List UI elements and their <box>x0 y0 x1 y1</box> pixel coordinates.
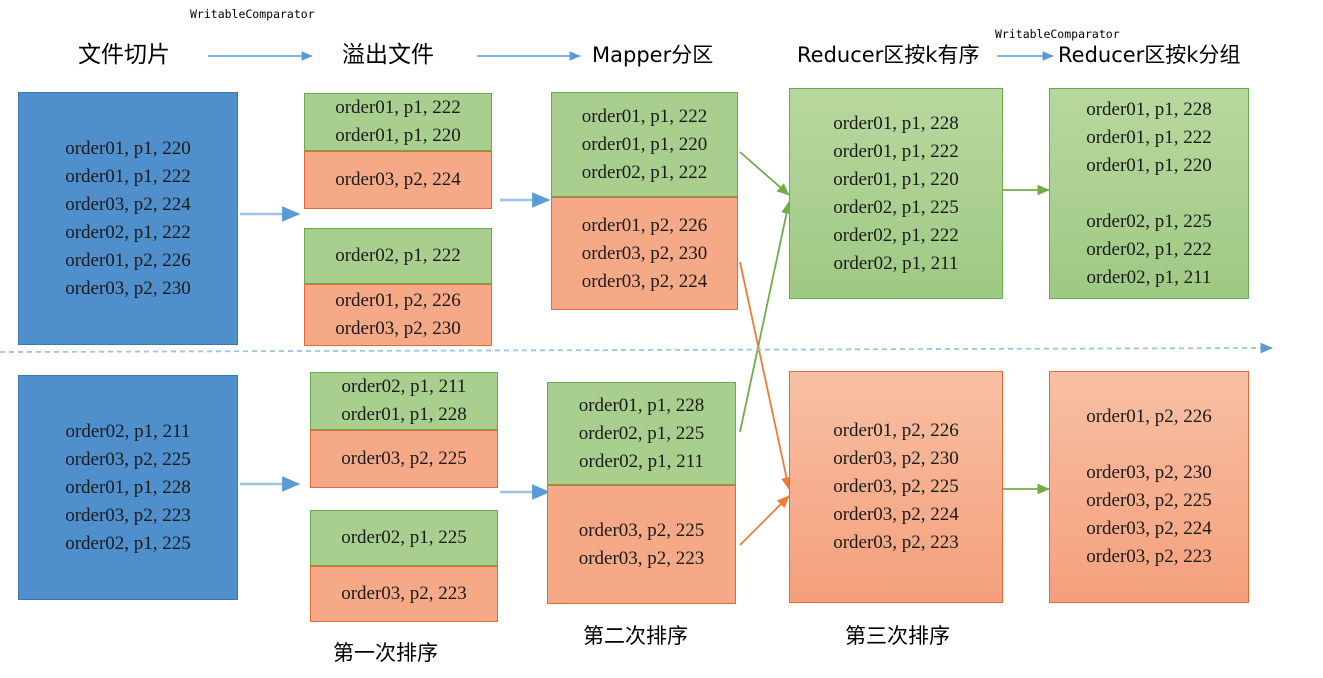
data-row: order01, p2, 226 <box>581 214 708 236</box>
data-row: order01, p2, 226 <box>1086 406 1212 427</box>
data-row: order03, p2, 223 <box>578 547 705 569</box>
mapper-top-orange: order01, p2, 226 order03, p2, 230 order0… <box>551 197 738 310</box>
data-row: order03, p2, 223 <box>341 583 467 604</box>
caption-second-sort: 第二次排序 <box>583 624 688 648</box>
spill-top-b-green: order02, p1, 222 <box>304 228 492 284</box>
data-row-spacer <box>1050 431 1248 459</box>
header-file-split: 文件切片 <box>78 42 170 67</box>
data-row: order03, p2, 230 <box>65 277 191 299</box>
data-row: order02, p1, 211 <box>833 252 959 274</box>
data-row: order01, p1, 228 <box>578 394 705 416</box>
data-row: order02, p1, 225 <box>65 532 191 554</box>
data-row: order01, p2, 226 <box>833 420 959 441</box>
data-row-spacer <box>1050 180 1248 208</box>
data-row: order01, p1, 220 <box>833 168 959 190</box>
data-row: order03, p2, 223 <box>65 504 191 526</box>
caption-third-sort: 第三次排序 <box>845 624 950 648</box>
data-row: order03, p2, 224 <box>65 193 191 215</box>
data-row: order03, p2, 224 <box>833 504 959 525</box>
data-row: order01, p1, 222 <box>1086 126 1212 148</box>
data-row: order03, p2, 224 <box>581 270 708 292</box>
mapper-bottom-green: order01, p1, 228 order02, p1, 225 order0… <box>547 382 736 485</box>
writable-comparator-note-right: WritableComparator <box>995 27 1120 41</box>
data-row: order01, p1, 222 <box>65 165 191 187</box>
data-row: order01, p1, 222 <box>833 140 959 162</box>
file-split-box-top: order01, p1, 220 order01, p1, 222 order0… <box>18 92 238 345</box>
header-mapper-partition: Mapper分区 <box>592 43 714 67</box>
data-row: order03, p2, 225 <box>341 448 467 469</box>
data-row: order02, p1, 211 <box>1086 266 1212 288</box>
data-row: order01, p1, 228 <box>1086 98 1212 120</box>
data-row: order01, p1, 228 <box>833 112 959 134</box>
data-row: order02, p1, 225 <box>341 527 467 548</box>
data-row: order03, p2, 225 <box>1086 490 1212 511</box>
data-row: order03, p2, 230 <box>833 448 959 469</box>
spill-top-b-orange: order01, p2, 226 order03, p2, 230 <box>304 284 492 346</box>
data-row: order01, p1, 220 <box>1086 154 1212 176</box>
spill-bottom-b-green: order02, p1, 225 <box>310 510 498 566</box>
data-row: order02, p1, 222 <box>833 224 959 246</box>
data-row: order02, p1, 211 <box>65 420 191 442</box>
reducer-sorted-bottom: order01, p2, 226 order03, p2, 230 order0… <box>789 371 1003 603</box>
data-row: order01, p1, 228 <box>341 404 467 425</box>
mapper-bottom-orange: order03, p2, 225 order03, p2, 223 <box>547 485 736 604</box>
data-row: order01, p1, 222 <box>335 97 461 118</box>
data-row: order03, p2, 230 <box>335 318 461 339</box>
flow-arrow-green-top <box>739 151 790 196</box>
data-row: order03, p2, 225 <box>833 476 959 497</box>
data-row: order01, p2, 226 <box>65 249 191 271</box>
data-row: order02, p1, 222 <box>1086 238 1212 260</box>
data-row: order03, p2, 225 <box>578 519 705 541</box>
data-row: order01, p1, 220 <box>581 133 708 155</box>
flow-arrow-green-bottom <box>739 201 792 433</box>
data-row: order01, p1, 222 <box>581 105 708 127</box>
data-row: order03, p2, 223 <box>1086 546 1212 567</box>
reducer-grouped-top: order01, p1, 228 order01, p1, 222 order0… <box>1049 88 1249 299</box>
spill-bottom-a-green: order02, p1, 211 order01, p1, 228 <box>310 372 498 430</box>
data-row: order03, p2, 225 <box>65 448 191 470</box>
reducer-grouped-bottom: order01, p2, 226 order03, p2, 230 order0… <box>1049 371 1249 603</box>
header-spill-file: 溢出文件 <box>342 42 434 67</box>
data-row: order01, p1, 228 <box>65 476 191 498</box>
spill-bottom-a-orange: order03, p2, 225 <box>310 430 498 488</box>
data-row: order02, p1, 222 <box>335 245 461 266</box>
data-row: order03, p2, 224 <box>335 169 461 190</box>
file-split-box-bottom: order02, p1, 211 order03, p2, 225 order0… <box>18 375 238 600</box>
flow-arrow-orange-bottom <box>739 495 790 546</box>
data-row: order03, p2, 223 <box>833 532 959 553</box>
data-row: order03, p2, 230 <box>581 242 708 264</box>
data-row: order02, p1, 225 <box>578 422 705 444</box>
header-reducer-grouped: Reducer区按k分组 <box>1058 43 1241 67</box>
data-row: order01, p1, 220 <box>65 137 191 159</box>
spill-top-a-orange: order03, p2, 224 <box>304 151 492 209</box>
dashed-separator <box>0 342 1273 354</box>
spill-top-a-green: order01, p1, 222 order01, p1, 220 <box>304 93 492 151</box>
data-row: order02, p1, 222 <box>581 161 708 183</box>
reducer-sorted-top: order01, p1, 228 order01, p1, 222 order0… <box>789 88 1003 299</box>
data-row: order01, p2, 226 <box>335 290 461 311</box>
data-row: order02, p1, 222 <box>65 221 191 243</box>
data-row: order03, p2, 224 <box>1086 518 1212 539</box>
caption-first-sort: 第一次排序 <box>333 641 438 665</box>
data-row: order02, p1, 211 <box>341 376 467 397</box>
data-row: order02, p1, 225 <box>833 196 959 218</box>
header-reducer-sorted: Reducer区按k有序 <box>797 43 980 67</box>
data-row: order03, p2, 230 <box>1086 462 1212 483</box>
flow-arrow-orange-top <box>739 261 792 490</box>
data-row: order02, p1, 211 <box>579 450 704 472</box>
mapper-top-green: order01, p1, 222 order01, p1, 220 order0… <box>551 92 738 197</box>
data-row: order01, p1, 220 <box>335 125 461 146</box>
data-row: order02, p1, 225 <box>1086 210 1212 232</box>
writable-comparator-note-left: WritableComparator <box>190 7 315 21</box>
spill-bottom-b-orange: order03, p2, 223 <box>310 566 498 622</box>
